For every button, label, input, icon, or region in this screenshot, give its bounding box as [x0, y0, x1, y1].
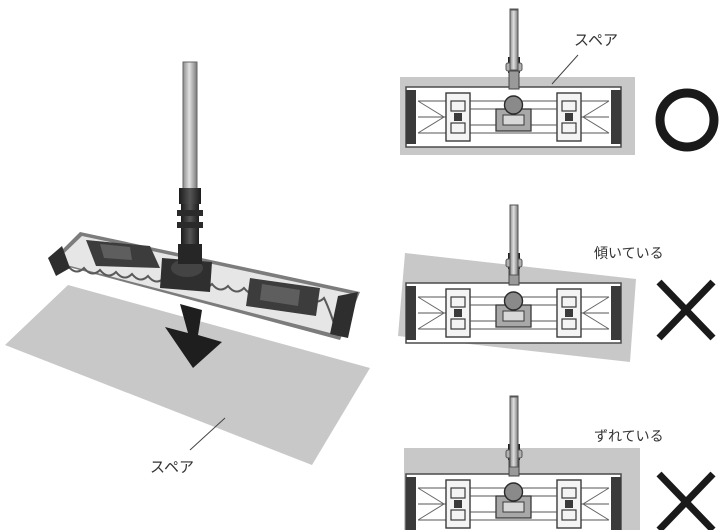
label-spare-main: スペア — [150, 458, 194, 476]
correct-circle-icon — [655, 88, 719, 152]
example-shifted: ずれている — [404, 395, 716, 530]
mop-pole — [182, 61, 198, 193]
cross-icon — [656, 471, 716, 530]
down-arrow-icon — [165, 304, 222, 368]
mop-3d-illustration: スペア — [5, 61, 370, 476]
leader-line-main — [189, 417, 226, 451]
label-spare-top: スペア — [574, 31, 618, 49]
label-shifted: ずれている — [594, 429, 664, 445]
example-correct: スペア — [400, 8, 719, 155]
example-tilted: 傾いている — [398, 204, 716, 362]
cross-icon — [656, 279, 716, 341]
label-tilted: 傾いている — [594, 246, 664, 262]
leader-line-top — [551, 54, 579, 85]
spare-sheet — [5, 285, 370, 465]
